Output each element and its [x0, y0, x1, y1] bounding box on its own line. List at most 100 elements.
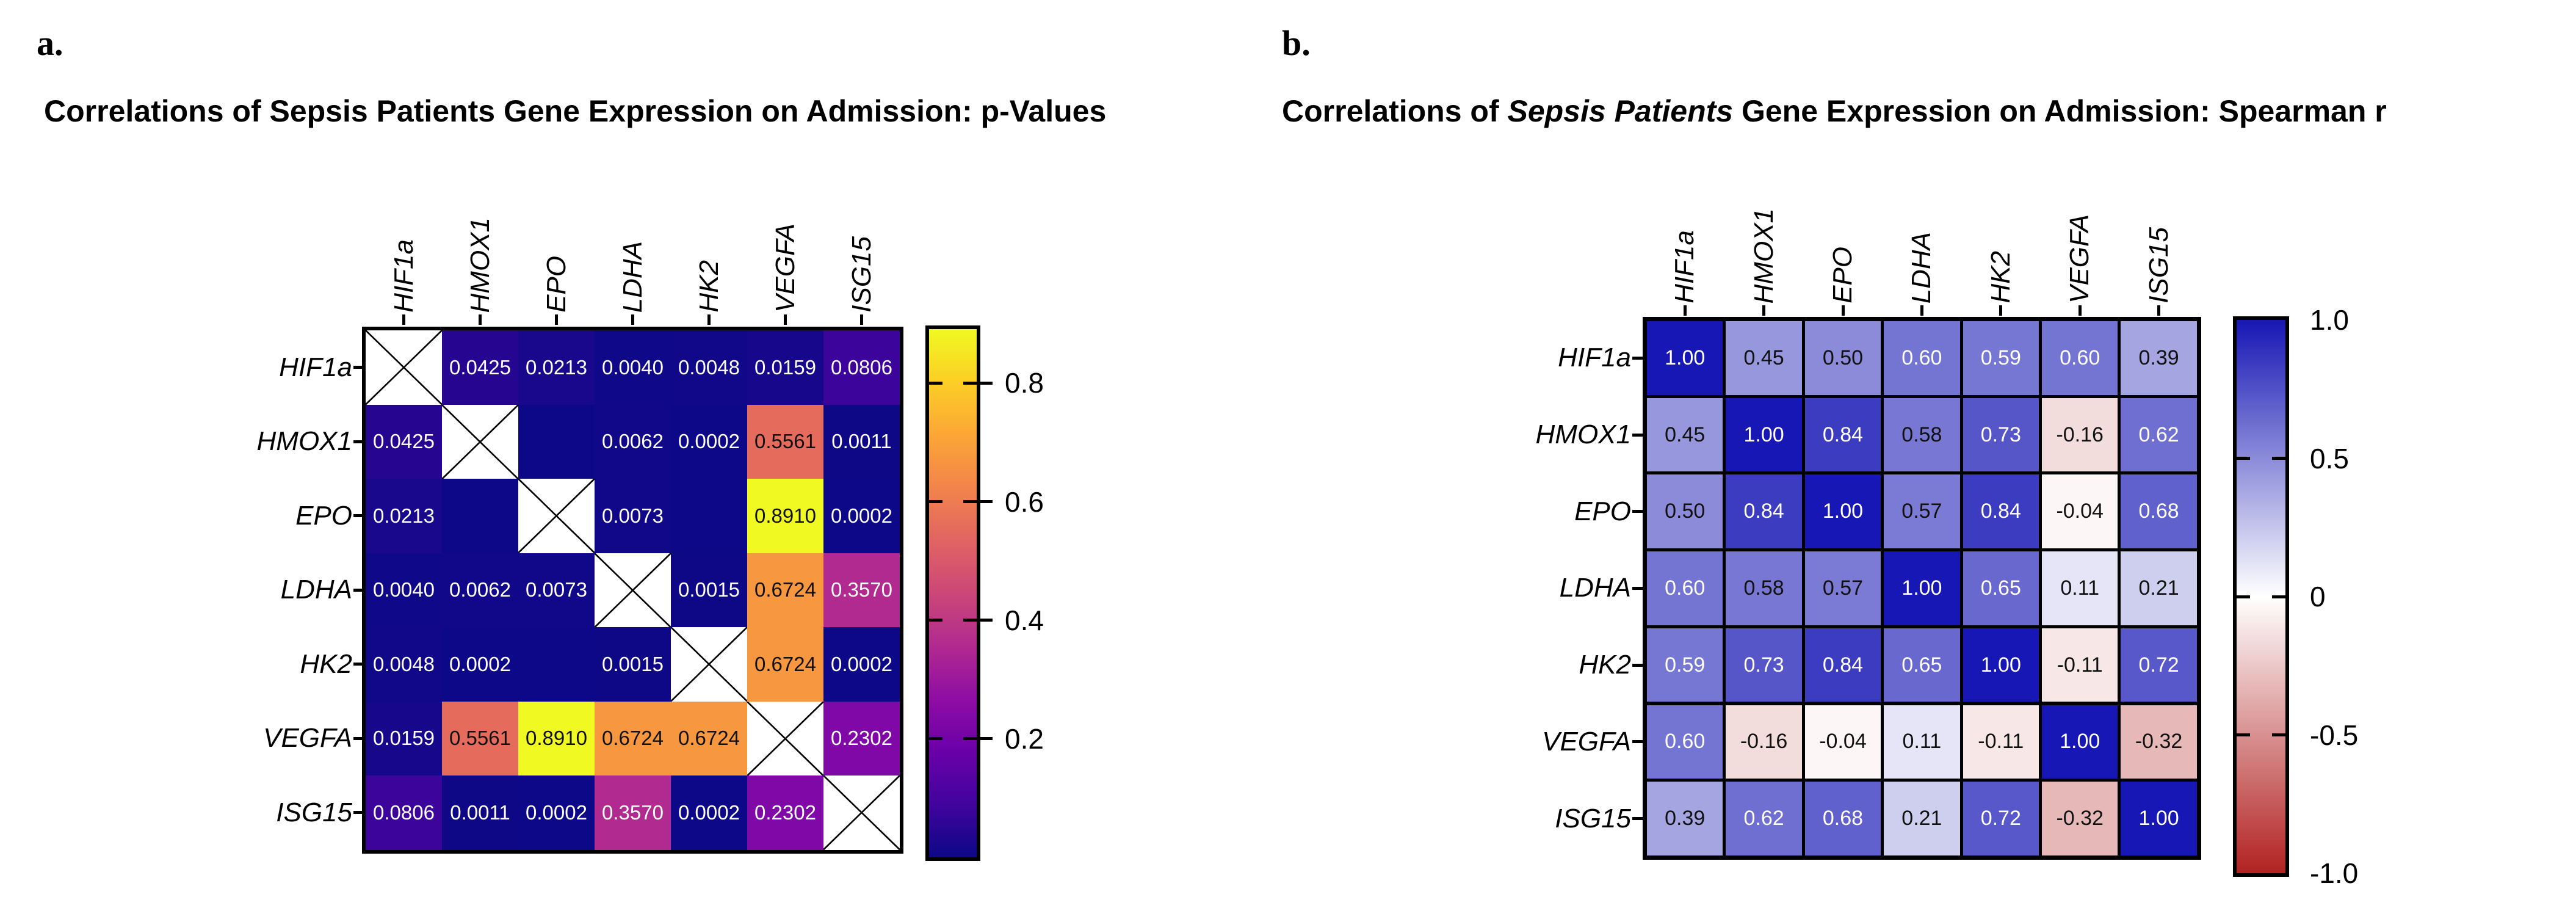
row-tick: [1632, 740, 1644, 744]
diagonal-cross-icon: [366, 330, 442, 405]
colorbar-tick: [963, 500, 977, 503]
row-tick: [353, 514, 365, 518]
row-label-hif1a: HIF1a: [1558, 343, 1631, 373]
cell-value: 0.68: [1822, 807, 1864, 830]
cell-value: 0.68: [2138, 499, 2179, 523]
row-tick: [1632, 817, 1644, 821]
title-italic-segment: Sepsis Patients: [1507, 94, 1734, 128]
col-label-vegfa: VEGFA: [2064, 214, 2095, 303]
heatmap-cell: [671, 627, 747, 702]
heatmap-cell: 0.60: [2042, 321, 2118, 395]
cell-value: -0.32: [2135, 730, 2183, 754]
row-tick: [1632, 586, 1644, 590]
cell-value: 0.60: [1665, 576, 1706, 600]
row-tick: [1632, 663, 1644, 667]
colorbar-label: -0.5: [2310, 719, 2359, 751]
heatmap-cell: 0.5561: [442, 701, 518, 775]
cell-value: 0.0015: [602, 652, 664, 675]
heatmap-cell: 0.0806: [823, 330, 900, 405]
panel-a-letter: a.: [37, 23, 63, 63]
heatmap-cell: 0.60: [1884, 321, 1960, 395]
row-label-ldha: LDHA: [280, 575, 352, 605]
row-label-epo: EPO: [1574, 496, 1631, 526]
heatmap-cell: 0.84: [1726, 474, 1802, 549]
cell-value: 0.0159: [754, 355, 816, 379]
heatmap-cell: [366, 330, 442, 405]
col-tick: [555, 314, 558, 325]
col-label-box: LDHA: [1906, 0, 1937, 303]
heatmap-cell: [671, 479, 747, 553]
heatmap-cell: 0.0073: [595, 479, 671, 553]
colorbar-label: 0.8: [1005, 367, 1044, 399]
cell-value: 1.00: [1743, 423, 1784, 446]
heatmap-cell: [442, 479, 518, 553]
cell-value: 0.62: [1743, 807, 1784, 830]
heatmap-cell: -0.32: [2121, 705, 2197, 779]
cell-value: 0.0002: [831, 504, 892, 527]
col-label-hk2: HK2: [693, 260, 724, 313]
heatmap-cell: 0.21: [2121, 551, 2197, 625]
cell-value: 0.8910: [526, 727, 587, 750]
heatmap-cell: 0.0213: [518, 330, 595, 405]
heatmap-cell: 0.0011: [823, 404, 900, 479]
heatmap-cell: 0.11: [1884, 705, 1960, 779]
cell-value: 0.39: [2138, 346, 2179, 369]
heatmap-cell: 1.00: [1647, 321, 1723, 395]
row-tick: [353, 440, 365, 443]
col-tick: [1762, 305, 1766, 316]
heatmap-cell: 0.0062: [595, 404, 671, 479]
heatmap-cell: -0.04: [1804, 705, 1881, 779]
heatmap-cell: -0.11: [1963, 705, 2039, 779]
colorbar-tick-outer: [980, 381, 993, 385]
diagonal-cross-icon: [442, 405, 518, 479]
col-tick: [1841, 305, 1845, 316]
cell-value: 0.0040: [602, 355, 664, 379]
heatmap-cell: [595, 553, 671, 627]
cell-value: -0.16: [2056, 423, 2104, 446]
colorbar-tick: [929, 381, 942, 385]
cell-value: 0.11: [1902, 730, 1942, 754]
colorbar-label: 0.4: [1005, 604, 1044, 636]
cell-value: -0.04: [2056, 499, 2104, 523]
heatmap-cell: 0.0159: [747, 330, 823, 405]
colorbar-tick: [2237, 457, 2250, 460]
heatmap-cell: 1.00: [1804, 474, 1881, 549]
heatmap-cell: 0.0002: [671, 404, 747, 479]
cell-value: 0.59: [1980, 346, 2021, 369]
row-label-vegfa: VEGFA: [1542, 726, 1631, 757]
heatmap-cell: 0.0002: [518, 775, 595, 850]
diagonal-cross-icon: [747, 702, 823, 776]
heatmap-cell: [747, 701, 823, 776]
heatmap-cell: 0.6724: [747, 553, 823, 627]
colorbar-tick: [2237, 595, 2250, 598]
title-segment: Correlations of Sepsis Patients Gene Exp…: [44, 94, 1107, 128]
heatmap-cell: 0.0062: [442, 553, 518, 627]
cell-value: 0.5561: [754, 430, 816, 453]
heatmap-cell: 0.0002: [671, 775, 747, 850]
heatmap-cell: 0.0015: [671, 553, 747, 627]
cell-value: 0.21: [1901, 807, 1942, 830]
col-label-box: HMOX1: [1748, 0, 1780, 303]
col-label-hk2: HK2: [1985, 251, 2016, 303]
cell-value: 0.6724: [754, 652, 816, 675]
col-label-isg15: ISG15: [2143, 227, 2174, 303]
heatmap-cell: [823, 775, 900, 850]
colorbar-label: 1.0: [2310, 304, 2349, 336]
col-tick: [860, 314, 863, 325]
col-tick: [784, 314, 787, 325]
cell-value: 0.0040: [373, 578, 435, 601]
colorbar-tick-outer: [980, 737, 993, 741]
col-label-box: EPO: [541, 0, 573, 313]
col-tick: [1683, 305, 1687, 316]
heatmap-cell: 0.39: [1647, 782, 1723, 855]
cell-value: 0.57: [1822, 576, 1864, 600]
heatmap-cell: 0.21: [1884, 782, 1960, 855]
heatmap-cell: 0.65: [1884, 628, 1960, 702]
diagonal-cross-icon: [823, 775, 900, 850]
cell-value: 0.57: [1901, 499, 1942, 523]
heatmap-cell: 0.68: [2121, 474, 2197, 549]
col-tick: [631, 314, 634, 325]
heatmap-cell: 0.45: [1647, 398, 1723, 472]
col-tick: [2157, 305, 2161, 316]
col-label-epo: EPO: [541, 256, 571, 313]
